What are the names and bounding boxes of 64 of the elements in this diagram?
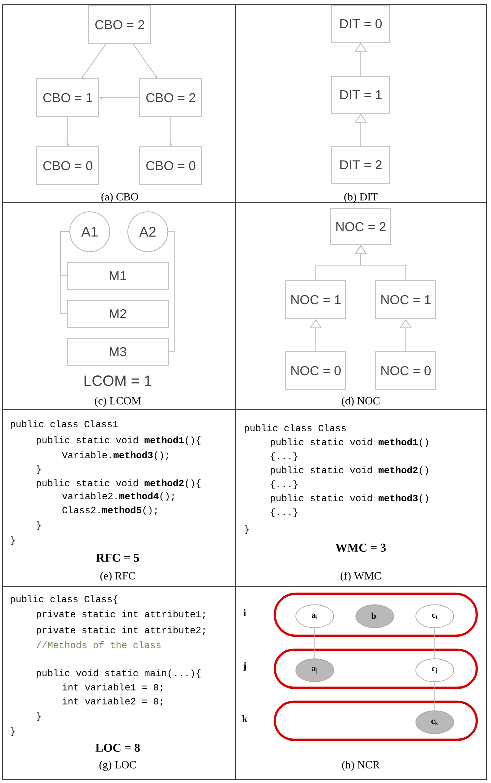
code-line: {...}: [271, 480, 298, 490]
code-line: }: [36, 466, 41, 474]
connector-line: [60, 232, 70, 314]
caption: (e) RFC: [100, 572, 136, 582]
class-box: DIT = 0: [332, 5, 390, 43]
code-line: variable2.method4();: [62, 492, 174, 502]
code-line: }: [244, 526, 249, 534]
code-line: public static void method3(): [271, 494, 428, 504]
caption: (c) LCOM: [95, 397, 142, 407]
code-line: }: [10, 728, 15, 736]
metric-value: WMC = 3: [336, 544, 386, 552]
code-comment: //Methods of the class: [36, 642, 161, 648]
metric-value: RFC = 5: [96, 554, 140, 562]
code-line: public class Class{: [11, 596, 118, 604]
method-box: M1: [67, 262, 169, 290]
code-line: int variable2 = 0;: [62, 698, 163, 706]
row-label: i: [244, 610, 246, 616]
caption: (b) DIT: [344, 193, 378, 203]
row-label: k: [242, 716, 248, 722]
caption: (g) LOC: [100, 761, 136, 771]
class-box: NOC = 2: [330, 208, 392, 246]
class-box: NOC = 0: [286, 352, 346, 390]
code-line: public static void method1(){: [37, 436, 201, 446]
class-box: CBO = 0: [140, 146, 202, 186]
class-box: DIT = 2: [332, 146, 390, 184]
code-line: public class Class: [245, 424, 346, 434]
code-line: }: [36, 522, 41, 530]
code-line: public class Class1: [11, 420, 118, 430]
class-box: CBO = 1: [36, 78, 100, 118]
class-box: NOC = 1: [286, 280, 346, 320]
code-line: public void static main(...){: [37, 670, 201, 678]
code-line: {...}: [271, 508, 298, 518]
metric-value: LOC = 8: [96, 744, 140, 752]
caption: (f) WMC: [340, 572, 381, 582]
class-box: CBO = 2: [140, 78, 202, 118]
connector-line: [168, 232, 176, 352]
code-line: }: [36, 712, 41, 722]
class-box: NOC = 1: [376, 280, 436, 320]
code-line: Variable.method3();: [62, 452, 168, 460]
code-line: private static int attribute2;: [37, 626, 206, 636]
code-line: public static void method1(): [271, 438, 428, 448]
class-box: CBO = 0: [36, 146, 100, 186]
code-line: Class2.method5();: [62, 506, 158, 516]
code-line: }: [10, 536, 15, 546]
caption: (a) CBO: [102, 193, 138, 203]
row-label: j: [243, 662, 246, 672]
rounded-band: [274, 592, 478, 638]
rounded-band: [274, 700, 478, 742]
code-line: public static void method2(): [271, 466, 428, 476]
class-box: NOC = 0: [376, 352, 436, 390]
caption: (d) NOC: [342, 397, 380, 407]
caption: (h) NCR: [342, 761, 380, 771]
connector-line: [434, 628, 436, 659]
method-box: M3: [67, 338, 169, 366]
connector-line: [434, 682, 436, 711]
rounded-band: [274, 648, 478, 690]
method-box: M2: [67, 300, 169, 328]
code-line: private static int attribute1;: [37, 610, 206, 620]
code-line: int variable1 = 0;: [62, 684, 163, 692]
class-box: DIT = 1: [332, 76, 390, 114]
code-line: {...}: [271, 452, 298, 462]
class-box: CBO = 2: [88, 6, 152, 44]
connector-line: [314, 628, 316, 659]
code-line: public static void method2(){: [37, 480, 201, 488]
